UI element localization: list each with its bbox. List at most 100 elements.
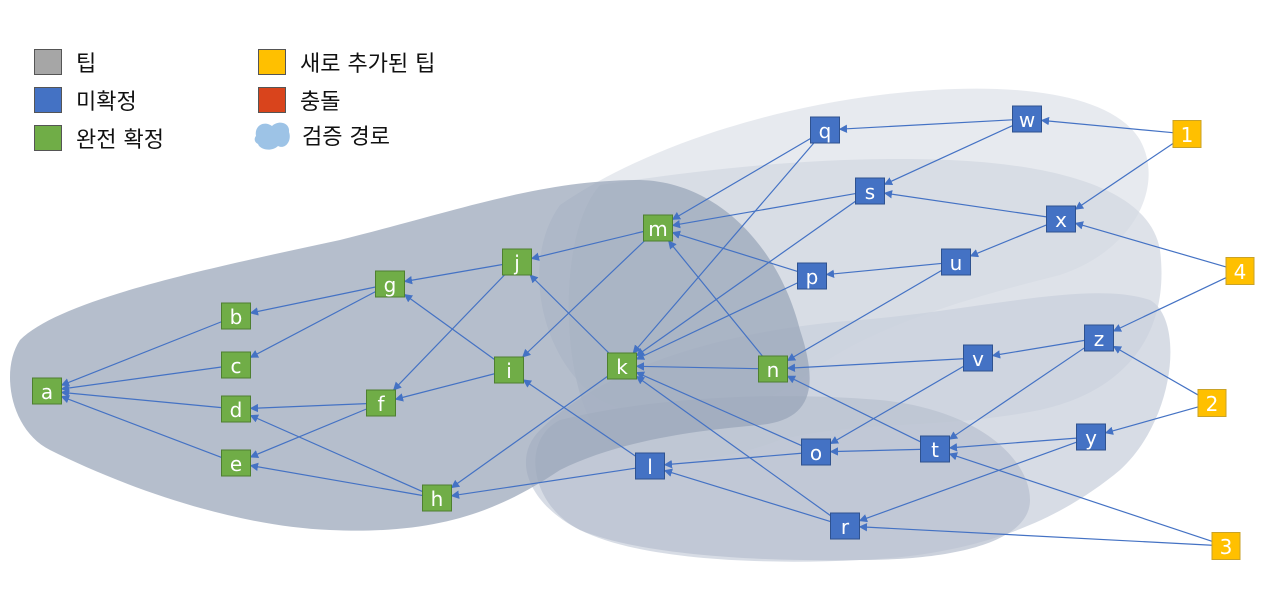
node-box-k [607, 352, 637, 380]
node-g: g [375, 270, 405, 298]
node-box-q [810, 116, 840, 144]
edge-i-to-g [403, 293, 495, 361]
legend-label-conflict: 충돌 [300, 90, 341, 115]
node-box-s [855, 177, 885, 205]
node-label-f: f [377, 392, 385, 416]
edge-k-to-j [529, 274, 610, 354]
node-box-f [366, 389, 396, 417]
node-t: t [920, 435, 950, 463]
edge-j-to-g [403, 263, 503, 285]
edge-2-to-z [1112, 345, 1199, 396]
node-label-e: e [230, 452, 242, 476]
node-label-j: j [513, 251, 520, 275]
node-r: r [830, 512, 860, 540]
edge-g-to-c [249, 291, 376, 358]
node-f: f [366, 389, 396, 417]
edge-t-to-n [786, 375, 921, 443]
legend-swatch-confirmed [34, 125, 62, 151]
legend-unconfirmed: 미확정 [34, 84, 137, 116]
edge-1-to-x [1074, 142, 1174, 210]
edge-q-to-m [671, 137, 811, 221]
legend-validation-path: 검증 경로 [252, 118, 390, 152]
legend-label-tip: 팁 [76, 52, 97, 77]
node-3: 3 [1211, 532, 1241, 560]
edge-g-to-b [249, 286, 376, 316]
node-label-b: b [230, 305, 243, 329]
node-label-d: d [230, 398, 243, 422]
node-1: 1 [1172, 120, 1202, 148]
edge-y-to-t [948, 437, 1077, 452]
node-q: q [810, 116, 840, 144]
edge-p-to-m [671, 230, 798, 273]
node-label-a: a [41, 380, 53, 404]
node-4: 4 [1225, 257, 1255, 285]
node-j: j [502, 248, 532, 276]
edge-3-to-r [858, 522, 1213, 546]
edge-k-to-h [450, 375, 608, 489]
validation-path-region-main [10, 180, 810, 531]
node-label-k: k [616, 355, 628, 379]
legend-label-confirmed: 완전 확정 [76, 128, 164, 153]
node-box-1 [1172, 120, 1202, 148]
legend-swatch-tip [34, 49, 62, 75]
edge-x-to-u [969, 224, 1047, 258]
edge-1-to-w [1040, 116, 1174, 134]
edge-l-to-h [450, 467, 636, 499]
legend-tip: 팁 [34, 46, 96, 78]
node-label-m: m [648, 217, 667, 241]
legend-conflict: 충돌 [258, 84, 340, 116]
node-box-2 [1197, 389, 1227, 417]
cloud-shape-icon [254, 122, 290, 150]
node-box-z [1084, 324, 1114, 352]
edge-s-to-k [635, 200, 856, 357]
node-c: c [221, 351, 251, 379]
edge-j-to-f [392, 274, 505, 391]
node-box-a [32, 377, 62, 405]
node-o: o [801, 438, 831, 466]
edge-h-to-d [249, 414, 423, 493]
node-box-y [1076, 423, 1106, 451]
node-2: 2 [1197, 389, 1227, 417]
legend-label-unconfirmed: 미확정 [76, 90, 137, 115]
node-label-w: w [1019, 108, 1035, 132]
node-k: k [607, 352, 637, 380]
node-box-n [758, 355, 788, 383]
node-label-y: y [1085, 426, 1097, 450]
edge-f-to-d [249, 403, 367, 413]
edge-z-to-v [991, 339, 1085, 359]
edge-y-to-r [858, 441, 1077, 523]
node-label-c: c [231, 354, 242, 378]
node-z: z [1084, 324, 1114, 352]
node-e: e [221, 449, 251, 477]
node-label-g: g [384, 273, 397, 297]
node-label-u: u [950, 251, 963, 275]
node-u: u [941, 248, 971, 276]
node-x: x [1046, 205, 1076, 233]
node-d: d [221, 395, 251, 423]
edge-m-to-j [530, 230, 644, 261]
legend-label-validation-path: 검증 경로 [302, 125, 390, 150]
edges [60, 116, 1227, 546]
node-s: s [855, 177, 885, 205]
edge-w-to-s [883, 125, 1013, 186]
node-label-1: 1 [1181, 123, 1194, 147]
node-label-n: n [767, 358, 780, 382]
node-l: l [635, 452, 665, 480]
edge-v-to-n [786, 358, 964, 373]
legend-label-new-tip: 새로 추가된 팁 [300, 52, 436, 77]
node-box-g [375, 270, 405, 298]
node-label-o: o [810, 441, 822, 465]
node-i: i [494, 356, 524, 384]
legend-swatch-conflict [258, 87, 286, 113]
node-box-h [422, 484, 452, 512]
node-box-r [830, 512, 860, 540]
node-label-l: l [647, 455, 653, 479]
legend-confirmed: 완전 확정 [34, 122, 164, 154]
node-box-e [221, 449, 251, 477]
node-box-p [797, 262, 827, 290]
edge-4-to-x [1074, 221, 1227, 268]
edge-z-to-t [948, 347, 1085, 440]
legend-swatch-new-tip [258, 49, 286, 75]
node-h: h [422, 484, 452, 512]
node-box-m [643, 214, 673, 242]
